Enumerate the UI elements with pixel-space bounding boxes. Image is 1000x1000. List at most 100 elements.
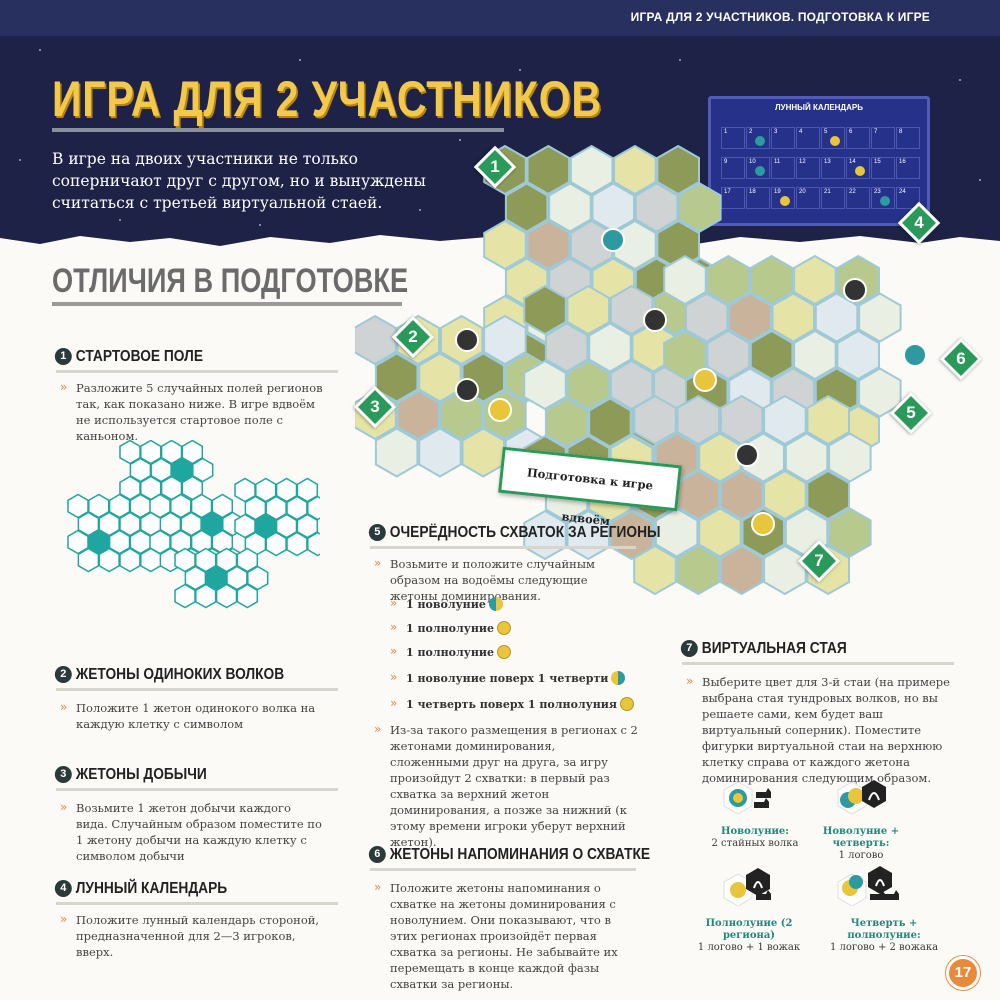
calendar-day-number: 15 — [874, 159, 881, 165]
running-title: ИГРА ДЛЯ 2 УЧАСТНИКОВ. ПОДГОТОВКА К ИГРЕ — [630, 10, 930, 24]
map-hex — [719, 394, 764, 446]
calendar-day-number: 17 — [724, 189, 731, 195]
diagram-hex — [170, 529, 192, 555]
diagram-hex — [184, 565, 207, 591]
map-token — [455, 378, 479, 402]
map-hex — [678, 182, 722, 233]
calendar-day: 3 — [771, 127, 795, 149]
map-hex — [569, 219, 614, 271]
s4-text: Положите лунный календарь стороной, пред… — [76, 913, 320, 959]
calendar-day: 18 — [746, 187, 770, 209]
title-underline — [52, 128, 504, 132]
diagram-hex — [119, 511, 141, 537]
map-token — [903, 343, 927, 367]
map-hex — [613, 219, 657, 271]
calendar-moon-icon — [755, 136, 765, 146]
diagram-hex — [181, 475, 204, 501]
calendar-title: ЛУННЫЙ КАЛЕНДАРЬ — [775, 103, 863, 112]
diagram-hex — [190, 529, 213, 555]
s1-text: Разложите 5 случайных полей регионов так… — [76, 381, 323, 443]
s5-item-4: 1 новолуние поверх 1 четверти — [406, 671, 626, 685]
calendar-moon-icon — [880, 196, 890, 206]
calendar-day: 12 — [796, 157, 820, 179]
diagram-hex — [170, 493, 192, 519]
calendar-day-number: 19 — [774, 189, 781, 195]
calendar-day: 8 — [896, 127, 920, 149]
diagram-hex — [205, 565, 227, 591]
map-hex — [418, 427, 462, 478]
map-hex — [828, 507, 872, 558]
diagram-hex — [160, 475, 183, 501]
section-title: ОТЛИЧИЯ В ПОДГОТОВКЕ — [52, 262, 409, 300]
calendar-day-number: 12 — [799, 159, 806, 165]
diagram-hex — [211, 493, 234, 519]
diagram-hex — [255, 513, 277, 539]
map-token — [843, 278, 867, 302]
diagram-hex — [119, 547, 141, 573]
calendar-day-number: 5 — [824, 129, 828, 135]
map-hex — [523, 359, 567, 411]
diagram-hex — [307, 531, 320, 557]
calendar-day-number: 7 — [874, 129, 878, 135]
map-hex — [806, 394, 850, 446]
calendar-day-number: 1 — [724, 129, 728, 135]
map-hex — [588, 397, 632, 448]
map-token — [488, 398, 512, 422]
map-hex — [588, 322, 632, 373]
diagram-hex — [226, 565, 248, 591]
diagram-hex — [180, 511, 202, 537]
calendar-day-number: 24 — [899, 189, 906, 195]
map-token — [735, 443, 759, 467]
diagram-hex — [236, 547, 259, 573]
diagram-hex — [265, 495, 287, 521]
diagram-hex — [140, 475, 162, 501]
diagram-hex — [77, 511, 100, 537]
diagram-hex — [247, 565, 269, 591]
map-hex — [526, 219, 571, 271]
calendar-day-number: 6 — [849, 129, 853, 135]
map-hex — [684, 292, 729, 343]
page-number: 17 — [946, 956, 980, 990]
map-hex — [763, 469, 807, 521]
calendar-moon-icon — [780, 196, 790, 206]
diagram-hex — [108, 529, 131, 555]
calendar-day-number: 4 — [799, 129, 803, 135]
calendar-day-number: 13 — [824, 159, 831, 165]
map-hex — [698, 432, 742, 483]
map-hex — [633, 544, 677, 596]
diagram-hex — [160, 440, 183, 465]
calendar-day-number: 8 — [899, 129, 903, 135]
calendar-day: 13 — [821, 157, 845, 179]
map-token — [601, 228, 625, 252]
map-hex — [523, 284, 567, 336]
diagram-hex — [275, 513, 298, 539]
diagram-hex — [119, 440, 141, 465]
map-hex — [676, 544, 721, 596]
s5-item-3: 1 полнолуние — [406, 645, 512, 659]
diagram-hex — [215, 547, 238, 573]
calendar-day: 20 — [796, 187, 820, 209]
diagram-hex — [255, 477, 277, 503]
intro-text: В игре на двоих участники не только сопе… — [52, 150, 426, 212]
section-underline — [52, 302, 402, 306]
map-token — [455, 328, 479, 352]
map-hex — [828, 432, 872, 483]
diagram-hex — [192, 457, 214, 483]
calendar-moon-icon — [830, 136, 840, 146]
calendar-day-number: 23 — [874, 189, 881, 195]
diagram-hex — [149, 493, 171, 519]
calendar-moon-icon — [855, 166, 865, 176]
diagram-hex — [275, 477, 298, 503]
diagram-hex — [201, 511, 223, 537]
diagram-hex — [181, 440, 204, 465]
map-token — [693, 368, 717, 392]
calendar-day: 21 — [821, 187, 845, 209]
map-token — [643, 308, 667, 332]
calendar-day: 11 — [771, 157, 795, 179]
diagram-hex — [98, 547, 120, 573]
map-hex — [566, 284, 611, 336]
diagram-hex — [195, 547, 217, 573]
